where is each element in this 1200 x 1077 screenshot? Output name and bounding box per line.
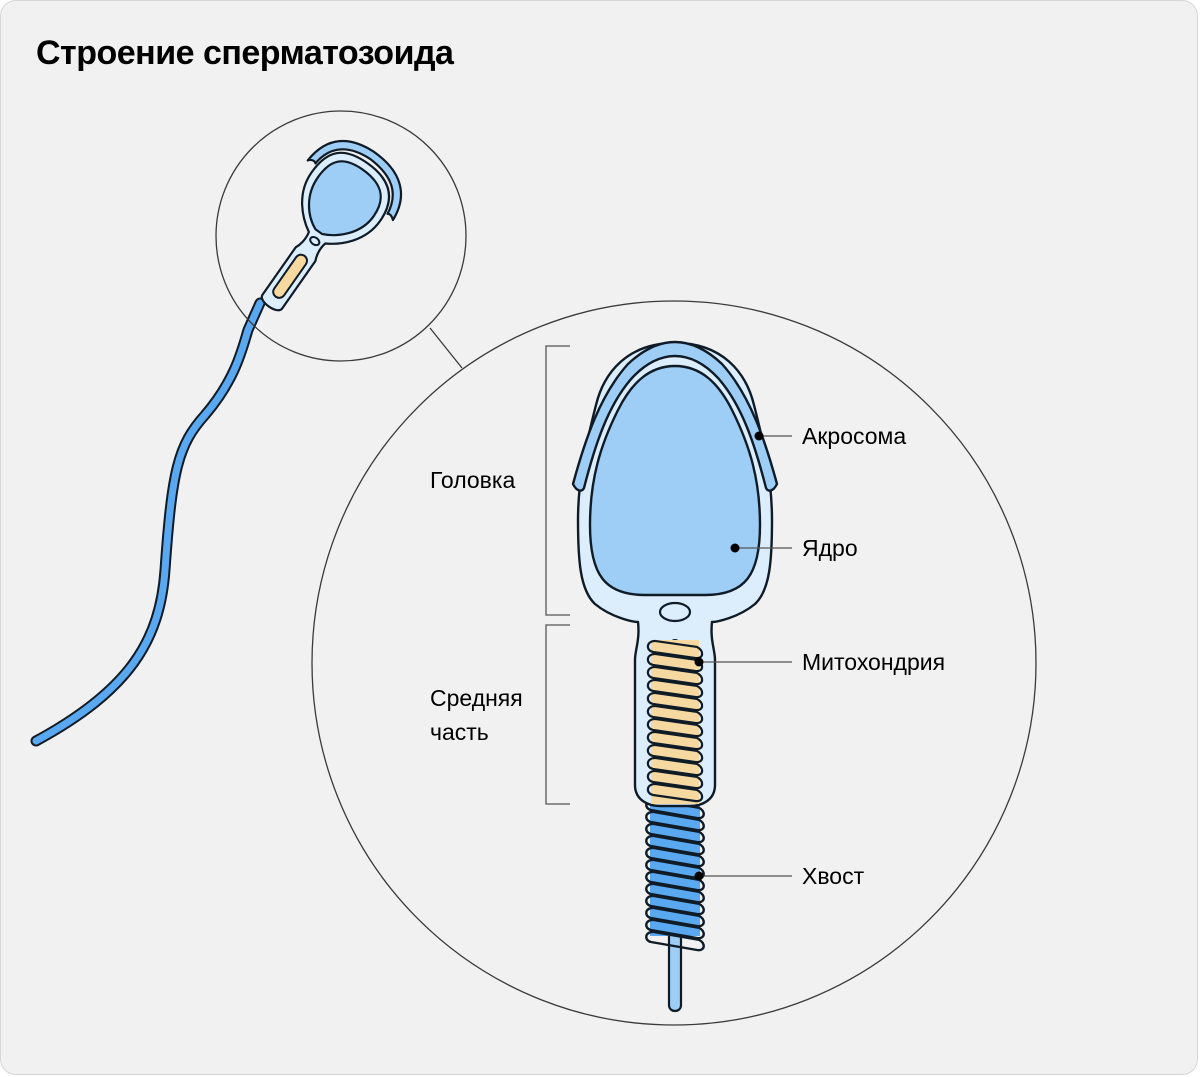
- tail-coil-turn-3: [645, 834, 705, 856]
- mitochondria-coil-2: [646, 665, 704, 686]
- whole-head: [260, 140, 403, 312]
- tail-coil-turn-11: [645, 930, 705, 952]
- nucleus-pointer-dot: [730, 543, 740, 553]
- tail-coil-turn-1: [645, 810, 705, 832]
- tail-end: [667, 928, 683, 1013]
- tail-coil: [645, 796, 705, 952]
- whole-mitochondria: [272, 253, 308, 299]
- tail-coil-turn-7: [645, 882, 705, 904]
- page-title: Строение сперматозоида: [36, 34, 454, 72]
- whole-acrosome: [306, 140, 403, 222]
- callout-acrosome: Акросома: [754, 423, 906, 449]
- tail-coil-turn-10: [645, 918, 705, 940]
- callout-tail: Хвост: [694, 863, 865, 889]
- zoom-source-circle: [215, 110, 467, 362]
- mitochondria-coil-5: [646, 704, 704, 725]
- whole-nucleus: [307, 160, 382, 237]
- centriole: [658, 601, 692, 623]
- callout-nucleus: Ядро: [730, 535, 858, 561]
- whole-tail: [30, 297, 266, 747]
- mitochondria-label: Митохондрия: [802, 649, 945, 675]
- head-label: Головка: [430, 467, 515, 493]
- mitochondria-coil-6: [646, 717, 704, 738]
- mitochondria-coil-11: [646, 782, 704, 803]
- zoom-detail-circle: [311, 300, 1037, 1026]
- tail-coil-turn-4: [645, 846, 705, 868]
- midpiece-label-line2: часть: [430, 719, 489, 745]
- acrosome-label: Акросома: [802, 423, 906, 449]
- acrosome-pointer-dot: [754, 431, 764, 441]
- acrosome: [571, 340, 779, 492]
- mitochondria-coil-8: [646, 743, 704, 764]
- nucleus-label: Ядро: [802, 535, 858, 561]
- tail-coil-turn-9: [645, 906, 705, 928]
- sperm-detail: Акросома Ядро Митохондрия Хвост Головка …: [430, 340, 945, 1013]
- mitochondria-pointer-dot: [694, 657, 704, 667]
- mitochondria-coil-9: [646, 756, 704, 777]
- tail-coil-turn-0: [645, 798, 705, 820]
- nucleus: [588, 364, 762, 597]
- head-bracket: Головка: [430, 345, 570, 616]
- midpiece-bracket: Средняя часть: [430, 624, 570, 805]
- mitochondria-coil-7: [646, 730, 704, 751]
- tail-coil-turn-2: [645, 822, 705, 844]
- tail-pointer-dot: [694, 871, 704, 881]
- tail-label: Хвост: [802, 863, 865, 889]
- zoom-connector: [429, 327, 463, 369]
- whole-sperm-cell: [30, 140, 403, 747]
- midpiece-label-line1: Средняя: [430, 685, 523, 711]
- tail-coil-turn-8: [645, 894, 705, 916]
- mitochondria-coil-3: [646, 678, 704, 699]
- mitochondria-coil-4: [646, 691, 704, 712]
- callout-mitochondria: Митохондрия: [694, 649, 945, 675]
- mitochondria-spiral: [646, 639, 704, 804]
- mitochondria-coil-10: [646, 769, 704, 790]
